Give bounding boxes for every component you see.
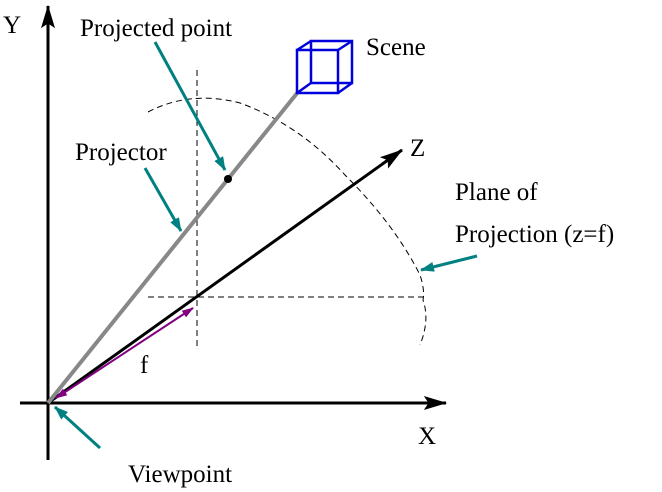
viewpoint-label: Viewpoint [128,461,232,488]
scene-cube-icon [295,39,354,95]
viewpoint-pointer [53,405,102,450]
projected-point [224,175,232,183]
plane-pointer [420,254,478,272]
plane-label-line2: Projection (z=f) [455,221,614,248]
scene-label: Scene [366,34,426,61]
plane-label-line1: Plane of [455,179,538,206]
projected-point-label: Projected point [80,15,232,42]
focal-length-label: f [140,352,149,379]
x-axis-label: X [418,423,436,450]
projected-point-pointer [153,41,227,171]
z-axis-label: Z [410,135,425,162]
focal-length-arrow [55,307,194,399]
z-axis [47,148,403,405]
plane-outline [147,97,427,346]
y-axis-label: Y [3,12,21,39]
projector-label: Projector [75,139,167,166]
projector-pointer [143,167,183,232]
projection-plane [147,70,427,350]
